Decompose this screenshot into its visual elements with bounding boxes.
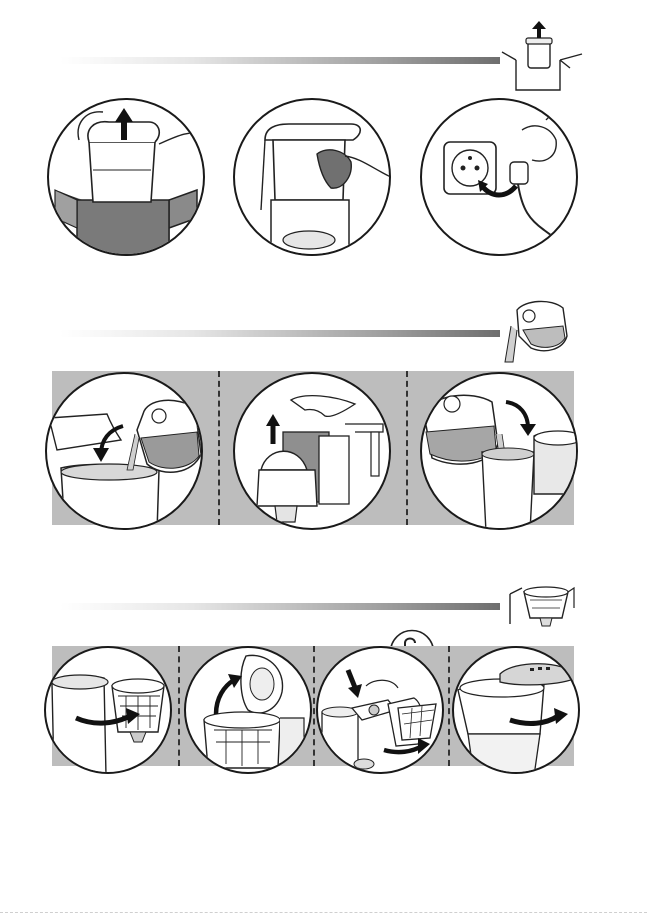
section-2-divider-1: [218, 371, 220, 525]
section-1-header-bar: [60, 57, 500, 64]
section-2-divider-2: [406, 371, 408, 525]
step-open-carafe-lid: [184, 646, 312, 774]
page-bottom-edge: [0, 912, 647, 914]
section-3-divider-3: [448, 646, 450, 766]
step-press-release-and-remove: [316, 646, 444, 774]
section-3-divider-1: [178, 646, 180, 766]
step-pour-water-into-tank: [45, 372, 203, 530]
section-2-header-bar: [60, 330, 500, 337]
section-3-divider-2: [313, 646, 315, 766]
step-rotate-lid-to-close: [452, 646, 580, 774]
box-unpack-icon: [496, 20, 588, 92]
step-lift-carafe-out-of-box: [47, 98, 205, 256]
step-fill-carafe-at-tap: [233, 372, 391, 530]
filter-holder-icon: [504, 578, 578, 636]
step-pour-into-machine: [420, 372, 578, 530]
section-3-header-bar: [60, 603, 500, 610]
step-plug-into-socket: [420, 98, 578, 256]
step-swing-filter-holder-out: [44, 646, 172, 774]
pour-carafe-icon: [503, 296, 577, 366]
step-wipe-carafe-with-cloth: [233, 98, 391, 256]
